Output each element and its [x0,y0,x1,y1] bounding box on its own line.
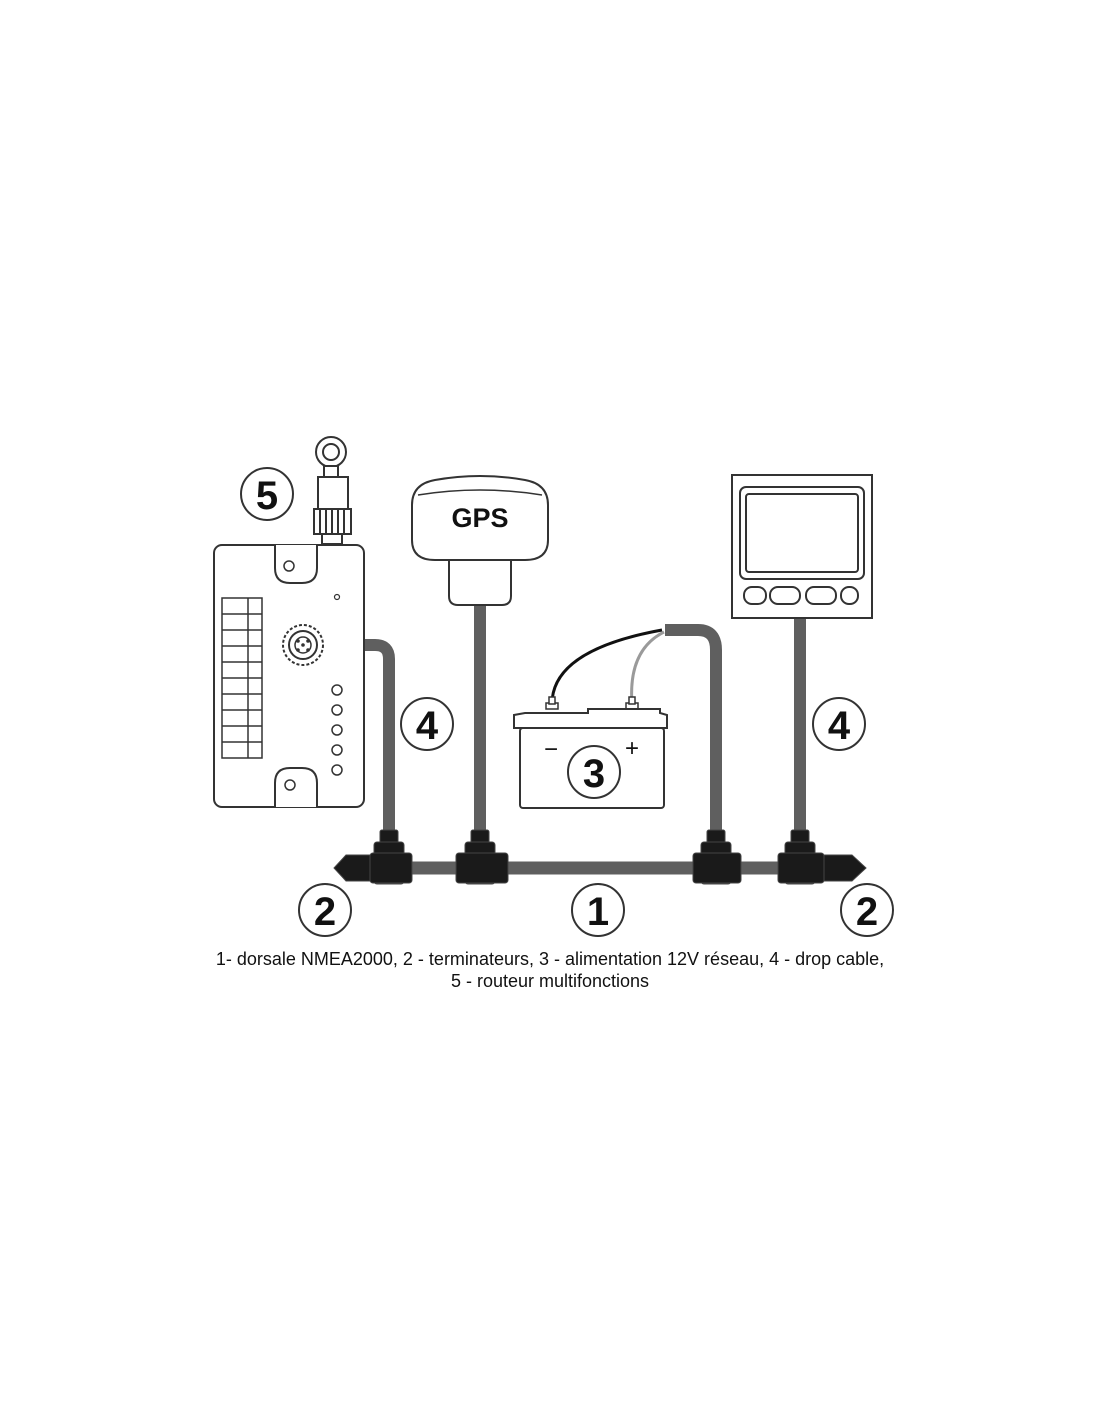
terminal-block [221,597,263,759]
caption-line-2: 5 - routeur multifonctions [450,971,650,991]
router-nmea-connector-icon [282,624,324,666]
power-cable [665,624,722,838]
battery-lid [513,708,668,729]
gps-dome-highlight [417,489,543,496]
display-screen [745,493,859,573]
display-button-1 [743,586,767,605]
callout-drop-cable-right: 4 [812,697,866,751]
t-connector-power [692,829,742,885]
battery-terminal-positive [625,696,639,710]
callout-drop-cable-left: 4 [400,697,454,751]
gps-dome [411,475,549,561]
callouts: 5 4 3 4 2 1 2 [240,467,894,937]
display-button-3 [805,586,837,605]
callout-terminator-right-number: 2 [856,890,878,934]
callout-terminator-right: 2 [840,883,894,937]
mounting-hole-top [283,560,295,572]
callout-router: 5 [240,467,294,521]
callout-power-supply: 3 [567,745,621,799]
caption-line-1: 1- dorsale NMEA2000, 2 - terminateurs, 3… [215,949,885,969]
t-connector-gps [455,829,509,885]
battery-positive-wire [630,630,665,705]
callout-drop-cable-right-number: 4 [828,704,851,748]
callout-backbone-number: 1 [587,890,609,934]
battery-plus-sign: + [625,735,639,762]
gps-label: GPS [451,503,508,533]
battery-minus-sign: − [544,736,558,763]
callout-drop-cable-left-number: 4 [416,704,439,748]
callout-terminator-left-number: 2 [314,890,336,934]
display-button-4 [840,586,859,605]
router-bottom-notch [274,767,318,807]
t-connector-router [369,829,413,885]
t-connector-display [777,829,825,885]
router-drop-cable [310,639,395,838]
display-button-2 [769,586,801,605]
gps-stem [448,556,512,606]
backbone-connectors [333,829,867,885]
display-unit [731,474,873,619]
battery-negative-wire [550,628,663,705]
gps-antenna: GPS [411,475,549,606]
battery-terminal-negative [545,696,559,710]
callout-router-number: 5 [256,474,278,518]
antenna-icon [313,436,352,545]
display-buttons [743,586,859,605]
terminator-left-icon [333,854,373,882]
mounting-hole-bottom [284,779,296,791]
callout-terminator-left: 2 [298,883,352,937]
callout-backbone: 1 [571,883,625,937]
terminator-right-icon [823,854,867,882]
callout-power-supply-number: 3 [583,752,605,796]
router-status-dot [333,593,341,601]
router-top-notch [274,545,318,584]
router-status-leds [331,684,343,776]
multifunction-router [213,436,365,808]
